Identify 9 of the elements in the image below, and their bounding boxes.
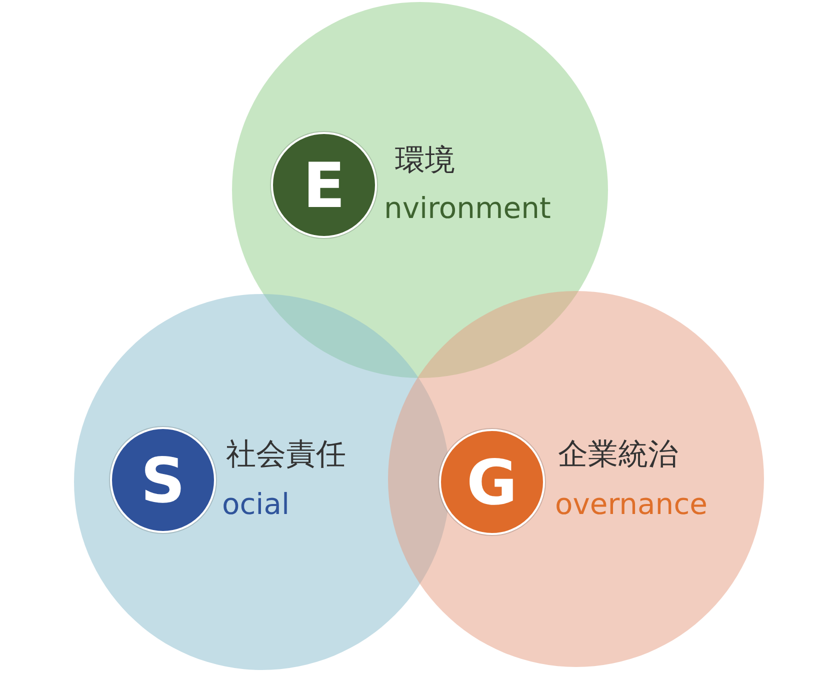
letter-badge: E — [271, 132, 377, 238]
heading: 社会責任 — [226, 437, 346, 473]
heading: 環境 — [395, 143, 455, 179]
subtitle-text: ocial — [222, 486, 290, 522]
subtitle-text: nvironment — [384, 190, 551, 226]
letter-badge: S — [110, 427, 216, 533]
heading: 企業統治 — [558, 437, 678, 473]
subtitle-text: overnance — [555, 486, 708, 522]
letter-badge: G — [439, 429, 545, 535]
